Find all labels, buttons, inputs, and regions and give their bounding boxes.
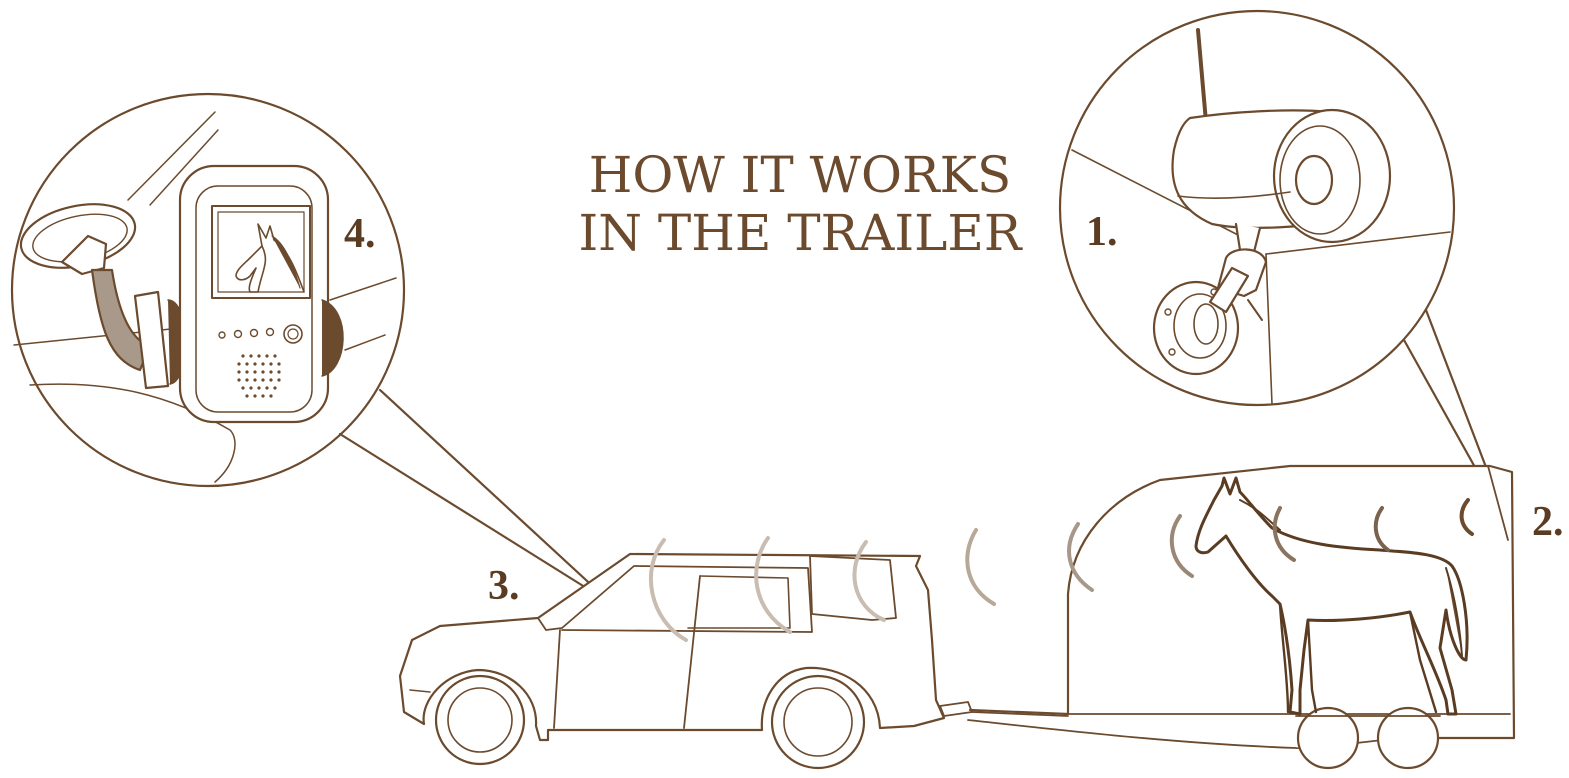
suv-front-wheel bbox=[436, 676, 524, 764]
dashboard-line bbox=[330, 278, 396, 300]
dashboard-line bbox=[345, 335, 385, 350]
trailer-wheel bbox=[1378, 708, 1438, 768]
step-label-3: 3. bbox=[488, 562, 520, 610]
monitor-callout-pointer bbox=[340, 390, 612, 604]
trailer-wheel bbox=[1298, 708, 1358, 768]
step-label-2: 2. bbox=[1532, 498, 1564, 546]
suv-rear-wheel bbox=[772, 676, 864, 768]
title-line-2: IN THE TRAILER bbox=[560, 204, 1040, 262]
suv-car-icon bbox=[400, 554, 972, 768]
monitor-callout bbox=[12, 94, 612, 604]
camera-callout bbox=[1060, 11, 1510, 530]
mount-clamp bbox=[135, 292, 168, 388]
monitor-body bbox=[180, 166, 328, 422]
step-label-4: 4. bbox=[344, 210, 376, 258]
title-line-1: HOW IT WORKS bbox=[560, 146, 1040, 204]
camera-antenna bbox=[1198, 30, 1206, 122]
step-label-1: 1. bbox=[1086, 208, 1118, 256]
trailer-wall-edge bbox=[1266, 254, 1272, 404]
page-title: HOW IT WORKS IN THE TRAILER bbox=[560, 146, 1040, 262]
camera-mount bbox=[1236, 224, 1260, 252]
tow-hitch bbox=[940, 702, 972, 716]
signal-wave-icon bbox=[967, 530, 994, 604]
